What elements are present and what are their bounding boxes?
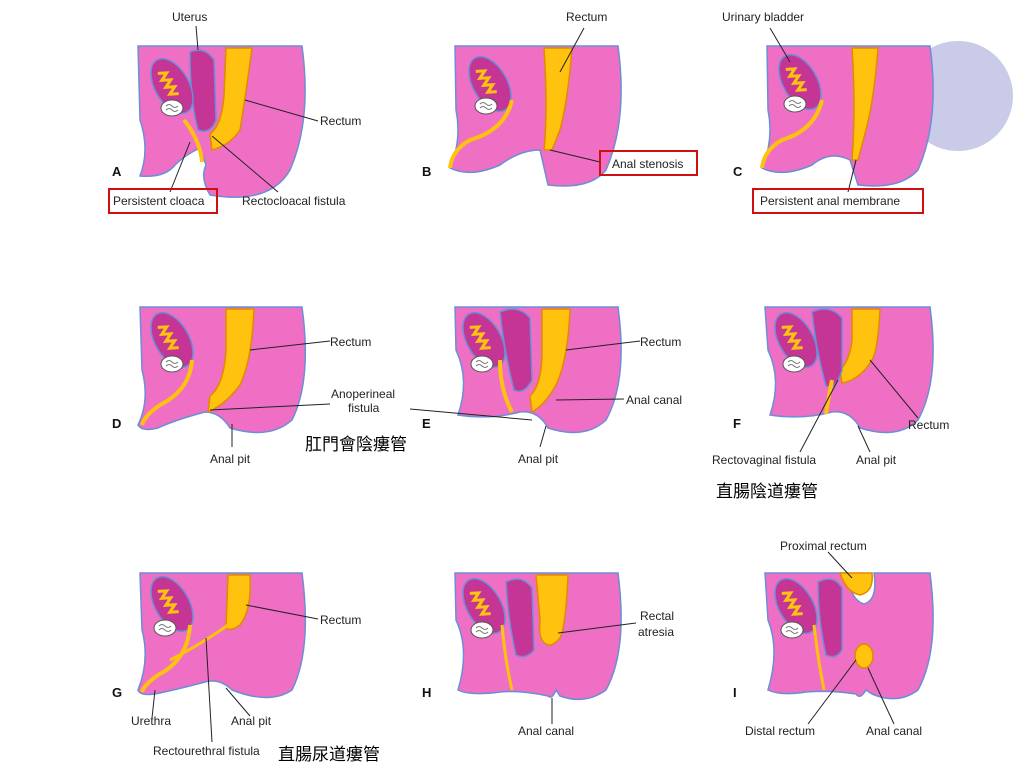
panel-c-persistent-anal-membrane [752,27,934,214]
panel-g-bottom-mid-label: Anal pit [231,714,272,728]
panel-a-right-label: Rectum [320,114,361,128]
panel-d-bottom-label: Anal pit [210,452,251,466]
panel-i-top-label: Proximal rectum [780,539,867,553]
panel-g-rectourethral-fistula [137,568,319,743]
panel-h-rectal-atresia [452,570,637,724]
cjk-rectourethral-label: 直腸尿道瘻管 [278,745,380,764]
panel-b-anal-stenosis [448,27,698,187]
panel-h-bottom-label: Anal canal [518,724,574,738]
panel-g-letter: G [112,685,122,700]
panel-f-rectovaginal-fistula [764,304,934,453]
cjk-anoperineal-label: 肛門會陰瘻管 [305,435,407,454]
panel-d-anoperineal-fistula [137,304,331,447]
panel-d-right-label: Rectum [330,335,371,349]
panel-d-mid-label-line2: fistula [348,401,380,415]
panel-d-letter: D [112,416,121,431]
panel-i-bottom-right-label: Anal canal [866,724,922,738]
panel-e-right2-label: Anal canal [626,393,682,407]
cjk-rectovaginal-label: 直腸陰道瘻管 [716,482,818,501]
panel-h-letter: H [422,685,431,700]
panel-b-top-label: Rectum [566,10,607,24]
panel-i-letter: I [733,685,737,700]
panel-c-letter: C [733,164,743,179]
panel-b-letter: B [422,164,431,179]
panel-f-right-label: Rectum [908,418,949,432]
panel-a-top-label: Uterus [172,10,207,24]
panel-f-bottom-right-label: Anal pit [856,453,897,467]
panel-a-persistent-cloaca [108,25,319,214]
panel-g-bottom-label: Rectourethral fistula [153,744,260,758]
panel-f-bottom-left-label: Rectovaginal fistula [712,453,816,467]
panel-i-separated-rectum [764,551,934,725]
panel-g-bottom-left-label: Urethra [131,714,171,728]
panel-c-bottom-label: Persistent anal membrane [760,194,900,208]
panel-c-top-label: Urinary bladder [722,10,804,24]
panel-h-right-label-line2: atresia [638,625,674,639]
panel-e-anal-canal [409,304,641,448]
panel-i-bottom-left-label: Distal rectum [745,724,815,738]
panel-d-mid-label-line1: Anoperineal [331,387,395,401]
panel-h-right-label-line1: Rectal [640,609,674,623]
panel-b-right-label: Anal stenosis [612,157,683,171]
panel-e-bottom-label: Anal pit [518,452,559,466]
panel-a-bottom-left-label: Persistent cloaca [113,194,205,208]
panel-g-right-label: Rectum [320,613,361,627]
panel-e-right-label: Rectum [640,335,681,349]
panel-a-bottom-right-label: Rectocloacal fistula [242,194,346,208]
panel-f-letter: F [733,416,741,431]
panel-a-letter: A [112,164,122,179]
panel-e-letter: E [422,416,431,431]
